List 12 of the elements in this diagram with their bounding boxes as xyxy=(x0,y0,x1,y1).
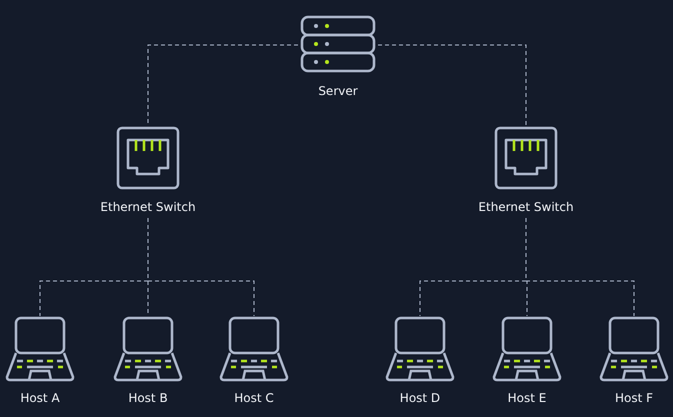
node-label: Host D xyxy=(400,390,440,406)
node-label: Ethernet Switch xyxy=(478,199,574,215)
connector-line xyxy=(148,218,254,316)
connector-line xyxy=(526,218,634,316)
node-label: Host A xyxy=(20,390,60,406)
node-label: Host B xyxy=(128,390,168,406)
node-label: Host F xyxy=(614,390,654,406)
node-label: Host C xyxy=(234,390,274,406)
node-label: Ethernet Switch xyxy=(100,199,196,215)
node-label: Host E xyxy=(508,390,546,406)
connector-line xyxy=(378,44,526,126)
node-label: Server xyxy=(318,83,358,99)
